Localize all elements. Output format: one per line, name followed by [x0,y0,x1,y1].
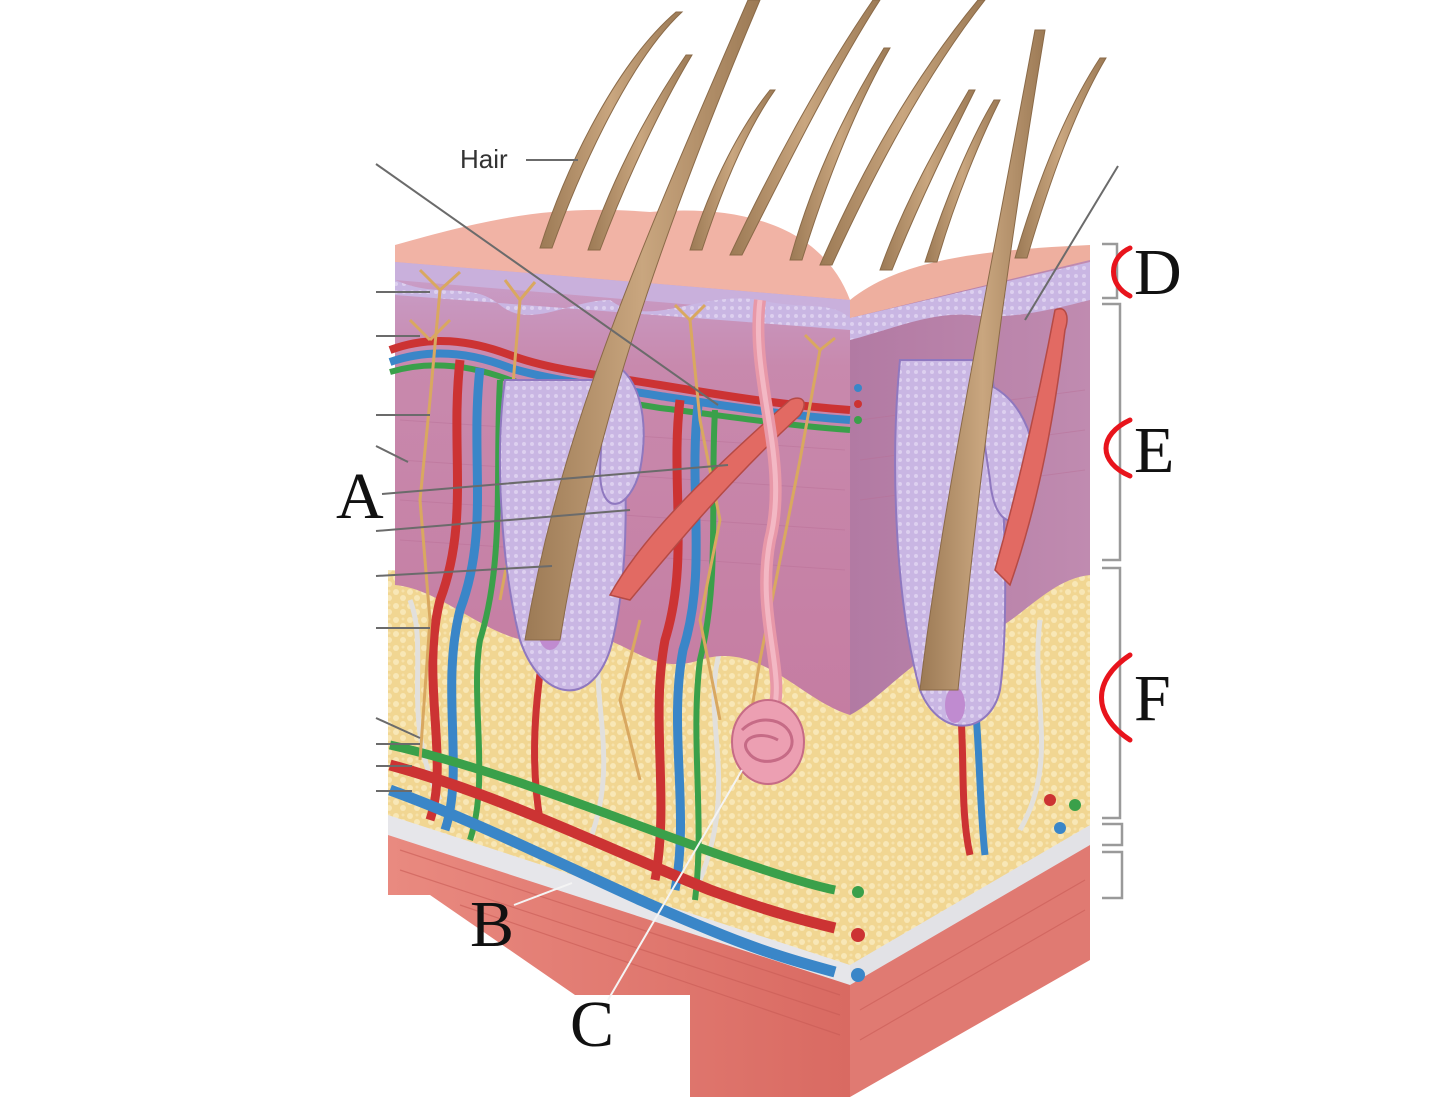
label-e: E [1134,414,1174,487]
leader-lines [375,159,1119,1001]
layer-brackets [1102,242,1124,900]
red-bracket-e [1103,417,1133,479]
red-bracket-d [1111,245,1133,299]
label-a: A [336,460,384,533]
hair-shafts [524,0,1107,691]
label-b: B [470,888,514,961]
epidermis-layer [395,209,1090,340]
label-hair: Hair [460,144,508,174]
red-bracket-accents [1099,245,1133,743]
arrector-pili-muscles [608,308,1068,601]
label-f: F [1134,662,1171,735]
red-bracket-f [1099,652,1133,743]
label-c: C [570,988,614,1061]
label-d: D [1134,236,1182,309]
sweat-gland [731,299,805,785]
